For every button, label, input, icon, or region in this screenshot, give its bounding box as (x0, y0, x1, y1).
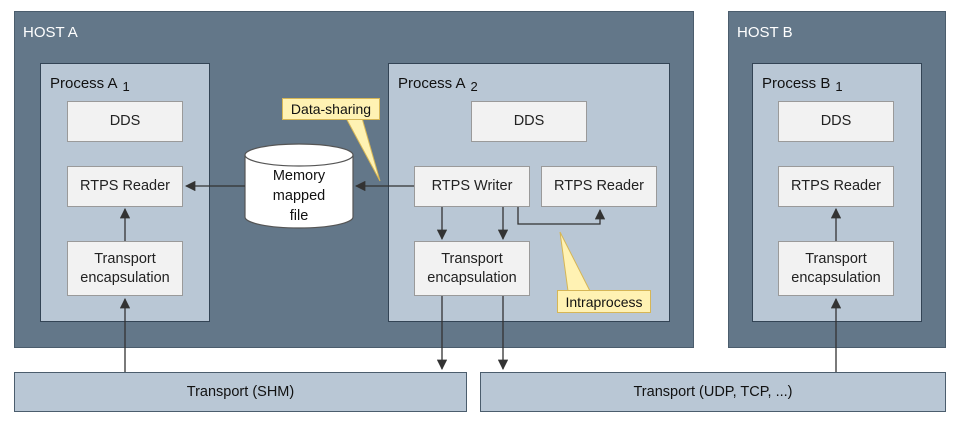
a2-transport-line1: Transport (441, 250, 503, 267)
a2-dds-box: DDS (471, 101, 587, 142)
memory-line2: mapped (272, 188, 326, 204)
process-b1-label: Process B 1 (762, 75, 843, 94)
process-b1-index: 1 (835, 79, 843, 94)
process-a1-label: Process A 1 (50, 75, 130, 94)
b1-transport-line2: encapsulation (791, 269, 881, 286)
intraprocess-callout-pointer (559, 231, 591, 292)
host-b-label: HOST B (737, 24, 793, 41)
transport-shm-bar: Transport (SHM) (14, 372, 467, 412)
a2-transport-encapsulation-box: Transport encapsulation (414, 241, 530, 296)
a2-rtps-writer-box: RTPS Writer (414, 166, 530, 207)
b1-rtps-reader-box: RTPS Reader (778, 166, 894, 207)
a2-transport-line2: encapsulation (427, 269, 517, 286)
b1-transport-encapsulation-box: Transport encapsulation (778, 241, 894, 296)
b1-transport-line1: Transport (805, 250, 867, 267)
process-a2-name: Process A (398, 75, 466, 92)
a1-transport-line1: Transport (94, 250, 156, 267)
intraprocess-writer-to-reader-arrow (517, 207, 606, 225)
memory-line3: file (289, 208, 309, 224)
process-a2-index: 2 (470, 79, 478, 94)
memory-mapped-file-label: Memory mapped file (245, 166, 353, 226)
host-a-label: HOST A (23, 24, 78, 41)
b1-dds-box: DDS (778, 101, 894, 142)
process-a2-label: Process A 2 (398, 75, 478, 94)
process-b1-name: Process B (762, 75, 831, 92)
a1-transport-line2: encapsulation (80, 269, 170, 286)
process-a1-name: Process A (50, 75, 118, 92)
a1-rtps-reader-box: RTPS Reader (67, 166, 183, 207)
memory-mapped-file-cylinder (244, 143, 354, 229)
memory-line1: Memory (272, 168, 326, 184)
data-sharing-callout: Data-sharing (282, 98, 380, 120)
intraprocess-callout: Intraprocess (557, 290, 651, 313)
a1-dds-box: DDS (67, 101, 183, 142)
a1-transport-encapsulation-box: Transport encapsulation (67, 241, 183, 296)
a2-rtps-reader-box: RTPS Reader (541, 166, 657, 207)
transport-udp-tcp-bar: Transport (UDP, TCP, ...) (480, 372, 946, 412)
process-a1-index: 1 (122, 79, 130, 94)
